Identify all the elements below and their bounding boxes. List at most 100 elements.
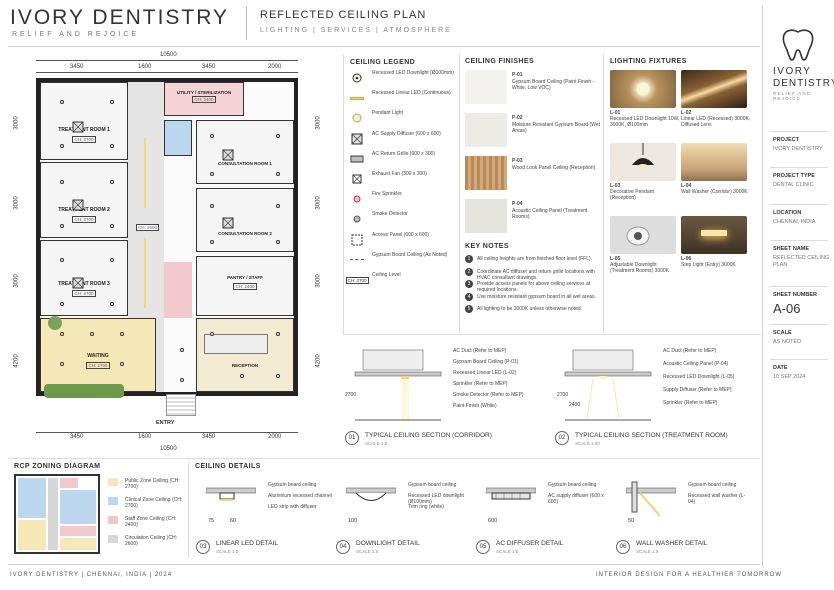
legend-label: Recessed Linear LED (Continuous) [372, 90, 451, 97]
dim-bottom-2: 1600 [138, 434, 152, 440]
staff-corridor [164, 262, 192, 318]
section-label: Gypsum Board Ceiling (P-01) [453, 359, 519, 365]
finish-swatch [465, 199, 507, 233]
fixture-code: L-01 [610, 110, 621, 116]
legend-item: Smoke Detector [350, 211, 460, 231]
sidebar-rule [770, 131, 828, 132]
detail-label: LED strip with diffuser [268, 504, 317, 510]
room-reception: RECEPTION [196, 318, 294, 392]
section-label: Acoustic Ceiling Panel (P-04) [663, 361, 729, 367]
downlight-icon [60, 258, 64, 262]
footer-rule [8, 564, 760, 565]
detail-label: Aluminium recessed channel [268, 493, 332, 499]
section-label: AC Duct (Refer to MEP) [453, 348, 507, 354]
zone-label: Staff Zone Ceiling (CH: 2400) [125, 516, 177, 528]
fan-icon [350, 173, 364, 185]
section-dim: 2400 [569, 402, 581, 408]
return-icon [350, 153, 364, 165]
downlight-icon [60, 224, 64, 228]
detail-label: Gypsum board ceiling [688, 482, 737, 488]
legend-label: Fire Sprinkler [372, 191, 402, 198]
note-text: Coordinate AC diffuser and return grille… [477, 268, 595, 281]
detail-drawing [485, 478, 537, 518]
tooth-logo [778, 28, 818, 62]
sidebar-field-value: CHENNAI, INDIA [773, 219, 816, 225]
downlight-icon [210, 240, 214, 244]
legend-item: Access Panel (600 x 600) [350, 232, 460, 252]
fixture-desc: Adjustable Downlight (Treatment Rooms) 3… [610, 262, 670, 274]
fixture-code: L-02 [681, 110, 692, 116]
brand-title: IVORY DENTISTRY [10, 6, 230, 29]
downlights [0, 48, 340, 458]
fixture-code: L-06 [681, 256, 692, 262]
detail-title: LINEAR LED DETAIL [216, 540, 279, 547]
legend-label: Access Panel (600 x 600) [372, 231, 429, 238]
sidebar-field-label: SCALE [773, 330, 792, 336]
section-label: Recessed LED Downlight (L-05) [663, 374, 735, 380]
sidebar-brand-1: IVORY [773, 66, 812, 77]
header-rule [8, 46, 760, 47]
section-number: 01 [345, 431, 359, 445]
dim-top-total: 10500 [160, 52, 177, 58]
finish-swatch [465, 113, 507, 147]
detail-drawing [625, 478, 677, 518]
dim-bottom-4: 2000 [268, 434, 282, 440]
downlight-icon [110, 302, 114, 306]
plant [48, 316, 62, 330]
downlight-icon [276, 332, 280, 336]
downlight-icon [60, 362, 64, 366]
finish-desc: Acoustic Ceiling Panel (Treatment Rooms) [512, 208, 588, 220]
fixture-desc: Wall Washer (Corridor) 3000K [681, 189, 748, 195]
dim-bottom-total: 10500 [160, 446, 177, 452]
section-drawing [353, 346, 533, 422]
dim-line-top [36, 60, 298, 61]
finish-code: P-04 [512, 201, 523, 207]
dim-line-top-2 [36, 72, 298, 73]
room-ch: CH: 2700 [72, 136, 96, 143]
fixture-code: L-04 [681, 183, 692, 189]
footer-right: INTERIOR DESIGN FOR A HEALTHIER TOMORROW [596, 572, 783, 578]
details-title: CEILING DETAILS [195, 463, 261, 470]
reception-desk [204, 334, 268, 354]
sidebar-field-value: A-06 [773, 301, 801, 316]
room-label: CONSULTATION ROOM 1 [218, 161, 272, 166]
downlight-icon [110, 100, 114, 104]
detail-scale: SCALE 1:5 [636, 549, 659, 554]
downlight-icon [60, 302, 64, 306]
legend-label: AC Return Grille (600 x 300) [372, 150, 436, 157]
detail-label: Gypsum board ceiling [548, 482, 597, 488]
zone-swatch [108, 497, 118, 505]
note-number: 5 [465, 305, 473, 313]
legend-item: Recessed Linear LED (Continuous) [350, 90, 460, 110]
sidebar-field-value: IVORY DENTISTRY [773, 146, 823, 152]
fixture-desc: Step Light (Entry) 3000K [681, 262, 736, 268]
dim-bottom-3: 3450 [202, 434, 216, 440]
legend-label: Exhaust Fan (300 x 300) [372, 171, 427, 177]
downlight-icon [276, 204, 280, 208]
downlight-icon [276, 374, 280, 378]
note-text: Provide access panels for above ceiling … [477, 281, 591, 293]
downlight-icon [60, 180, 64, 184]
downlight-icon [120, 332, 124, 336]
room-label: TREATMENT ROOM 3 [58, 281, 110, 287]
section-label: Smoke Detector (Refer to MEP) [453, 392, 524, 398]
dim-top-4: 2000 [268, 64, 282, 70]
zone-label: Circulation Ceiling (CH: 2600) [125, 535, 177, 547]
room-label: CONSULTATION ROOM 2 [218, 231, 272, 236]
sidebar-field-label: PROJECT TYPE [773, 173, 815, 179]
finish-desc: Wood Look Panel Ceiling (Reception) [512, 165, 596, 171]
sheet-subtitle: LIGHTING | SERVICES | ATMOSPHERE [260, 27, 452, 34]
detail-label: Trim ring (white) [408, 504, 444, 510]
detail-title: WALL WASHER DETAIL [636, 540, 708, 547]
downlight-icon [210, 204, 214, 208]
zone-label: Clinical Zone Ceiling (CH: 2700) [125, 497, 183, 509]
zone-label: Public Zone Ceiling (CH: 2700) [125, 478, 180, 490]
section-dim: 2700 [345, 392, 357, 398]
section-scale: SCALE 1:20 [575, 441, 600, 446]
details-divider [188, 462, 189, 558]
zone-swatch [108, 478, 118, 486]
section-scale: SCALE 1:5 [365, 441, 388, 446]
notes-title: KEY NOTES [465, 243, 509, 250]
